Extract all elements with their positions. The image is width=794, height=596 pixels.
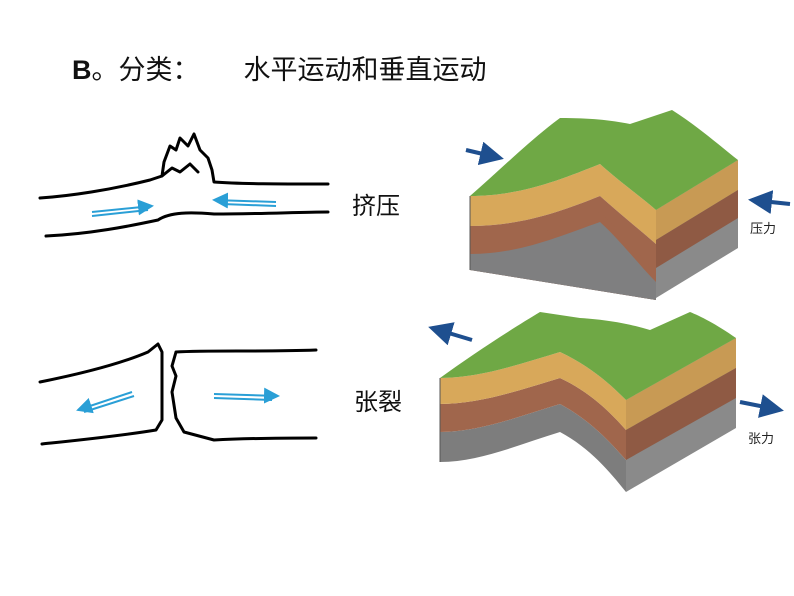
compression-force-arrow-left [465, 141, 504, 166]
compression-grass [470, 110, 738, 210]
tension-force-label: 张力 [748, 432, 775, 447]
tension-right-arrow [213, 387, 280, 404]
compression-right-arrow [91, 199, 154, 216]
tension-force-arrow-left [428, 322, 473, 346]
title-prefix: B [72, 55, 92, 85]
compression-sketch [38, 132, 330, 238]
title-subtitle: 水平运动和垂直运动 [243, 55, 487, 86]
tension-block [439, 312, 736, 492]
compression-force-arrows [465, 141, 791, 215]
compression-sketch-arrows [91, 192, 277, 217]
compression-force-arrow-right [748, 190, 791, 215]
tension-force-arrows [428, 322, 784, 418]
compression-force-label: 压力 [750, 222, 777, 237]
compression-layer-sand [470, 164, 656, 244]
tension-layer-sand [440, 352, 626, 430]
tension-right-block [170, 348, 318, 442]
page-title: B。分类： 水平运动和垂直运动 [72, 48, 487, 87]
compression-top-line [38, 132, 330, 200]
compression-label: 挤压 [352, 192, 400, 220]
compression-left-arrow [212, 192, 277, 209]
tension-sketch [38, 342, 318, 446]
title-section: 。分类： [91, 55, 200, 86]
compression-bottom-line [44, 210, 330, 238]
compression-block [469, 110, 738, 300]
tension-left-arrow [76, 391, 133, 414]
tension-sketch-arrows [76, 387, 280, 414]
tension-grass [440, 312, 736, 400]
compression-inner-peak [160, 162, 200, 178]
tension-layer-clay [440, 378, 626, 460]
tension-left-block [38, 342, 164, 446]
tension-label: 张裂 [354, 388, 402, 416]
tension-force-arrow-right [739, 394, 784, 418]
tension-layer-base [440, 404, 626, 492]
